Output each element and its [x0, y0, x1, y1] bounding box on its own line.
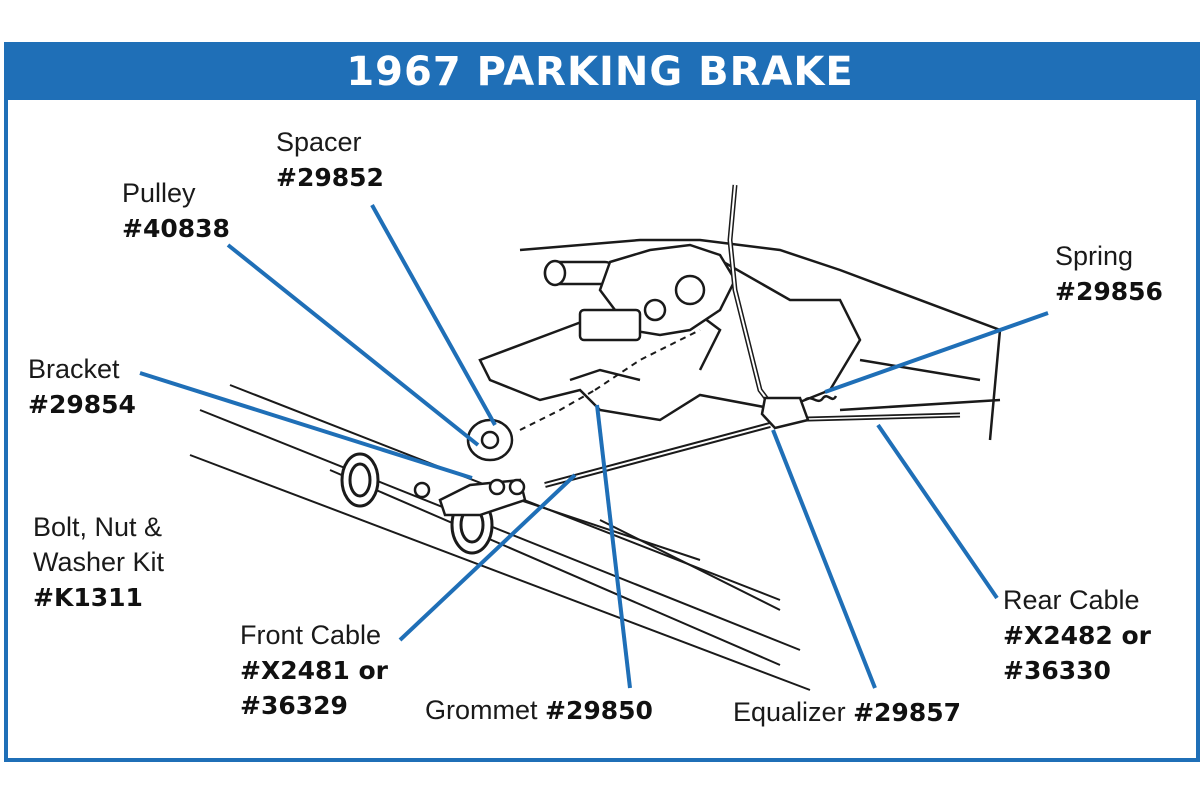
part-name: Spring: [1055, 241, 1134, 271]
part-name: Bracket: [28, 354, 120, 384]
label-bracket: Bracket #29854: [28, 352, 136, 422]
label-pulley: Pulley #40838: [122, 176, 230, 246]
brake-handle: [543, 243, 737, 342]
title-banner: [4, 42, 1200, 100]
part-number: #40838: [122, 214, 230, 243]
part-name: Grommet: [425, 695, 538, 725]
part-number: #X2482 or: [1003, 621, 1152, 650]
label-spring: Spring #29856: [1055, 239, 1163, 309]
part-name: Pulley: [122, 178, 196, 208]
part-number: #29856: [1055, 277, 1163, 306]
part-number: #29850: [545, 696, 653, 725]
leader-bracket: [139, 371, 473, 480]
part-name: Equalizer: [733, 697, 846, 727]
part-name-line1: Bolt, Nut &: [33, 512, 163, 542]
leader-grommet: [595, 404, 632, 689]
label-spacer: Spacer #29852: [276, 125, 384, 195]
leader-equalizer: [771, 429, 877, 689]
leader-spring: [824, 311, 1049, 394]
leader-lines: [139, 204, 1049, 689]
pulley-bracket: [413, 418, 527, 517]
label-equalizer: Equalizer #29857: [733, 695, 961, 730]
part-number: #X2481 or: [240, 656, 389, 685]
diagram-title: 1967 PARKING BRAKE: [346, 49, 854, 95]
part-number: #K1311: [33, 583, 143, 612]
part-number-alt: #36330: [1003, 656, 1111, 685]
label-grommet: Grommet #29850: [425, 693, 653, 728]
part-number: #29854: [28, 390, 136, 419]
part-name-line2: Washer Kit: [33, 547, 165, 577]
leader-rear-cable: [876, 423, 999, 600]
leader-front-cable: [398, 473, 577, 642]
part-number-alt: #36329: [240, 691, 348, 720]
part-name: Spacer: [276, 127, 362, 157]
label-rear-cable: Rear Cable #X2482 or #36330: [1003, 583, 1151, 688]
cables: [519, 184, 961, 488]
label-bolt-kit: Bolt, Nut & Washer Kit #K1311: [33, 510, 164, 615]
part-name: Rear Cable: [1003, 585, 1140, 615]
part-name: Front Cable: [240, 620, 382, 650]
leader-spacer: [370, 204, 497, 426]
equalizer-spring: [760, 395, 838, 430]
label-front-cable: Front Cable #X2481 or #36329: [240, 618, 388, 723]
leader-pulley: [226, 243, 480, 447]
part-number: #29852: [276, 163, 384, 192]
part-number: #29857: [853, 698, 962, 727]
